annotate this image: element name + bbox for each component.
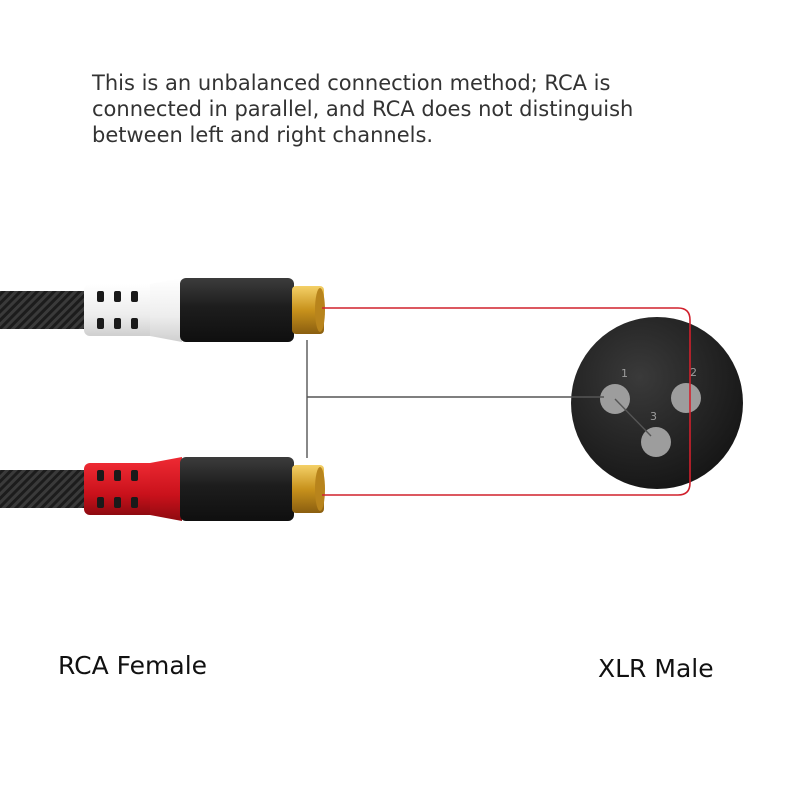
white-boot-slots xyxy=(97,291,138,329)
pin-1-to-3-jumper xyxy=(614,398,652,437)
xlr-pin-3-label: 3 xyxy=(650,410,657,423)
wiring xyxy=(306,307,691,496)
description-line-2: connected in parallel, and RCA does not … xyxy=(92,97,634,121)
connector-body xyxy=(180,278,294,342)
white-collar xyxy=(150,278,182,342)
rca-connector-red xyxy=(0,457,325,521)
xlr-male-connector: 1 2 3 xyxy=(571,317,743,489)
xlr-pin-3 xyxy=(641,427,671,457)
xlr-pin-1-label: 1 xyxy=(621,367,628,380)
rca-connector-white xyxy=(0,278,325,342)
gold-socket xyxy=(315,288,325,332)
signal-wire xyxy=(322,307,691,496)
red-boot-slots xyxy=(97,470,138,508)
xlr-face xyxy=(571,317,743,489)
connector-body xyxy=(180,457,294,521)
gold-socket xyxy=(315,467,325,511)
description-line-3: between left and right channels. xyxy=(92,123,434,147)
description-line-1: This is an unbalanced connection method;… xyxy=(92,71,611,95)
xlr-male-label: XLR Male xyxy=(598,654,714,683)
rca-female-label: RCA Female xyxy=(58,651,208,680)
description-text: This is an unbalanced connection method;… xyxy=(92,70,692,148)
braided-cable xyxy=(0,470,90,508)
xlr-pin-2-label: 2 xyxy=(690,366,697,379)
braided-cable xyxy=(0,291,90,329)
red-collar xyxy=(150,457,182,521)
xlr-pin-2 xyxy=(671,383,701,413)
